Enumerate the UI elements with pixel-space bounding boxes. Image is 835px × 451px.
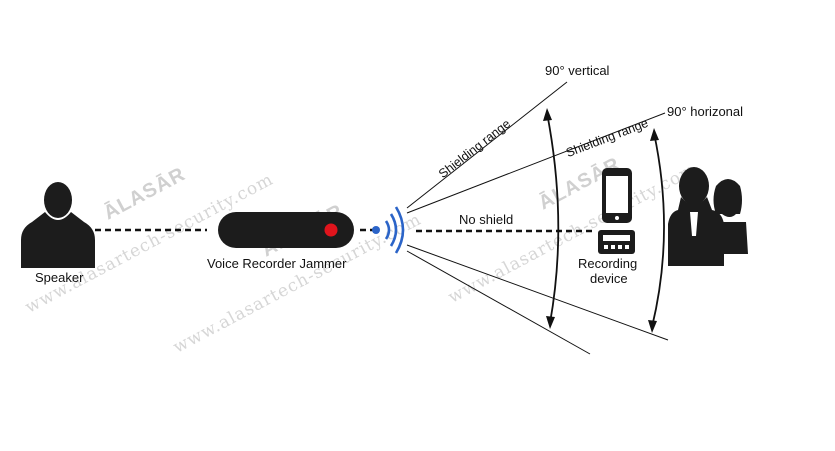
cone-line-horizontal-top bbox=[406, 112, 666, 214]
no-shield-label: No shield bbox=[459, 212, 514, 227]
vertical-range-arc bbox=[546, 112, 560, 324]
speaker-person-icon bbox=[21, 182, 95, 268]
smartphone-icon bbox=[602, 168, 632, 223]
recording-device-label-line2: device bbox=[590, 271, 628, 286]
arc-arrowhead bbox=[543, 108, 552, 121]
people-silhouette-icon bbox=[668, 167, 748, 266]
voice-recorder-icon bbox=[598, 230, 635, 254]
arc-arrowhead bbox=[546, 316, 555, 329]
arc-arrowhead bbox=[648, 320, 657, 333]
cone-line-vertical-top bbox=[406, 81, 568, 209]
horizontal-angle-label: 90° horizonal bbox=[667, 104, 744, 119]
recording-device-label-line1: Recording bbox=[578, 256, 638, 271]
jammer-device-icon bbox=[218, 212, 354, 248]
cone-line-vertical-bottom bbox=[406, 250, 591, 355]
jammer-label: Voice Recorder Jammer bbox=[207, 256, 347, 271]
vertical-angle-label: 90° vertical bbox=[545, 63, 610, 78]
wireless-signal-icon bbox=[372, 206, 405, 254]
cone-line-horizontal-bottom bbox=[406, 244, 669, 341]
arc-arrowhead bbox=[650, 128, 659, 141]
horizontal-range-arc bbox=[651, 132, 665, 328]
speaker-label: Speaker bbox=[35, 270, 84, 285]
